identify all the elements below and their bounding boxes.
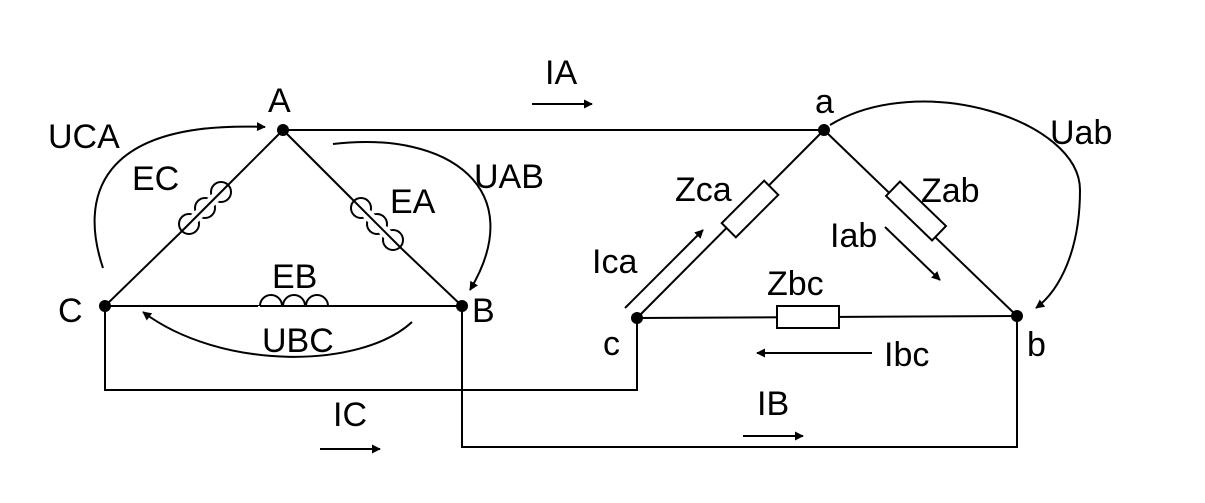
source-delta bbox=[93, 122, 492, 358]
label-ec: EC bbox=[132, 160, 179, 198]
uab-load-arc bbox=[829, 100, 1082, 309]
label-ic: IC bbox=[333, 396, 367, 434]
label-eb: EB bbox=[272, 258, 317, 296]
label-ica: Ica bbox=[592, 243, 637, 281]
label-node-a: a bbox=[815, 83, 834, 121]
resistor-zbc bbox=[776, 305, 840, 329]
line-c bbox=[104, 306, 638, 391]
label-ib: IB bbox=[757, 385, 789, 423]
label-zab: Zab bbox=[921, 172, 980, 210]
label-zbc: Zbc bbox=[767, 265, 824, 303]
ica-arrow bbox=[624, 229, 704, 309]
coil-eb bbox=[258, 294, 330, 320]
label-ubc: UBC bbox=[262, 322, 334, 360]
uab-arc bbox=[332, 140, 492, 291]
wire-a-to-ea bbox=[282, 129, 353, 200]
label-uca: UCA bbox=[48, 118, 120, 156]
ubc-arc bbox=[142, 311, 413, 358]
line-wires bbox=[104, 129, 1018, 448]
current-arrows bbox=[320, 99, 941, 454]
label-zca: Zca bbox=[675, 171, 732, 209]
label-iab: Iab bbox=[830, 217, 877, 255]
node-a bbox=[818, 124, 830, 136]
wire-ec-to-c bbox=[104, 232, 181, 307]
coil-ea bbox=[350, 197, 404, 251]
labels: A B C UCA EC UAB EA EB UBC IA IC IB a b … bbox=[48, 54, 1112, 434]
coil-ec bbox=[178, 181, 232, 235]
label-ea: EA bbox=[390, 183, 436, 221]
uca-arc bbox=[93, 122, 266, 269]
label-node-C: C bbox=[58, 292, 83, 330]
load-delta bbox=[631, 100, 1082, 329]
resistor-zab bbox=[884, 180, 948, 242]
label-node-A: A bbox=[268, 82, 291, 120]
label-node-b: b bbox=[1027, 326, 1046, 364]
label-ia: IA bbox=[545, 54, 577, 92]
label-uab-load: Uab bbox=[1050, 114, 1112, 152]
wire-a-to-ec bbox=[229, 129, 284, 184]
line-b bbox=[461, 306, 1018, 448]
node-c bbox=[631, 312, 643, 324]
wire-ea-to-b bbox=[401, 248, 463, 307]
label-node-B: B bbox=[472, 292, 495, 330]
label-uab: UAB bbox=[474, 158, 544, 196]
node-b bbox=[1011, 310, 1023, 322]
resistor-zca bbox=[720, 179, 780, 239]
label-node-c: c bbox=[603, 325, 620, 363]
label-ibc: Ibc bbox=[884, 336, 929, 374]
iab-arrow bbox=[884, 226, 941, 281]
